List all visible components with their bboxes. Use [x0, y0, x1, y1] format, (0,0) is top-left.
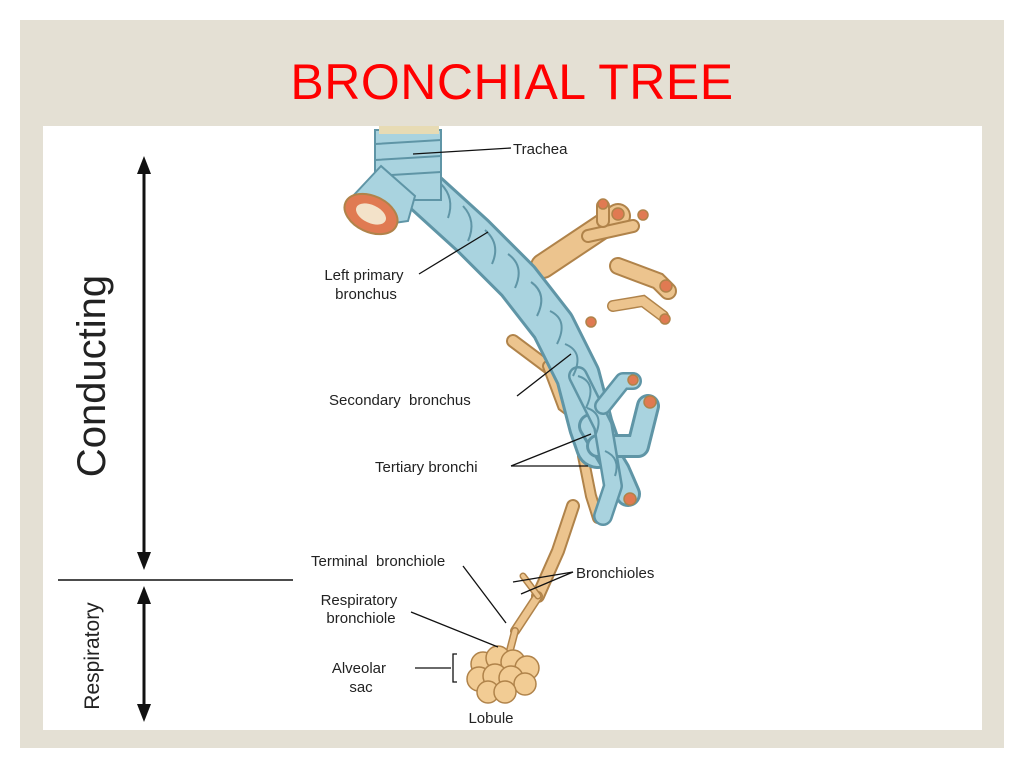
label-tertiary-bronchi: Tertiary bronchi [375, 459, 478, 476]
label-left-primary-bronchus-line1: Left primary [324, 267, 404, 284]
label-secondary-bronchus: Secondary bronchus [329, 392, 471, 409]
label-alveolar-sac-line2: sac [349, 679, 373, 696]
zone-indicators: Conducting Respiratory [58, 156, 293, 722]
respiratory-arrow-top-head [137, 586, 151, 604]
label-left-primary-bronchus-line2: bronchus [335, 286, 397, 303]
branch-cut-ends [585, 198, 673, 506]
leader-lines [410, 147, 592, 683]
slide-title: BRONCHIAL TREE [290, 54, 734, 110]
alveolar-sac-cluster [466, 645, 540, 704]
diagram-panel: Conducting Respiratory [43, 126, 982, 730]
upper-lobe-branches [530, 199, 677, 322]
label-trachea: Trachea [513, 141, 568, 158]
bronchial-tree-diagram: Conducting Respiratory [58, 126, 677, 727]
bronchial-tree-illustration [343, 126, 677, 704]
label-respiratory-bronchiole-line2: bronchiole [326, 610, 395, 627]
label-lobule: Lobule [468, 710, 513, 727]
respiratory-zone-label: Respiratory [81, 602, 104, 710]
cartilage-rings [440, 183, 618, 477]
label-respiratory-bronchiole: Respiratory bronchiole [321, 592, 402, 627]
conducting-arrow-top-head [137, 156, 151, 174]
label-alveolar-sac: Alveolar sac [332, 660, 390, 696]
conducting-zone-label: Conducting [70, 275, 114, 477]
conducting-arrow-bottom-head [137, 552, 151, 570]
trachea-illustration [343, 126, 442, 236]
label-alveolar-sac-line1: Alveolar [332, 660, 386, 677]
label-terminal-bronchiole: Terminal bronchiole [311, 553, 445, 570]
label-bronchioles: Bronchioles [576, 565, 654, 582]
label-left-primary-bronchus: Left primary bronchus [324, 267, 407, 303]
respiratory-arrow-bottom-head [137, 704, 151, 722]
label-respiratory-bronchiole-line1: Respiratory [321, 592, 398, 609]
anatomy-labels: Trachea Left primary bronchus Secondary … [311, 141, 654, 727]
